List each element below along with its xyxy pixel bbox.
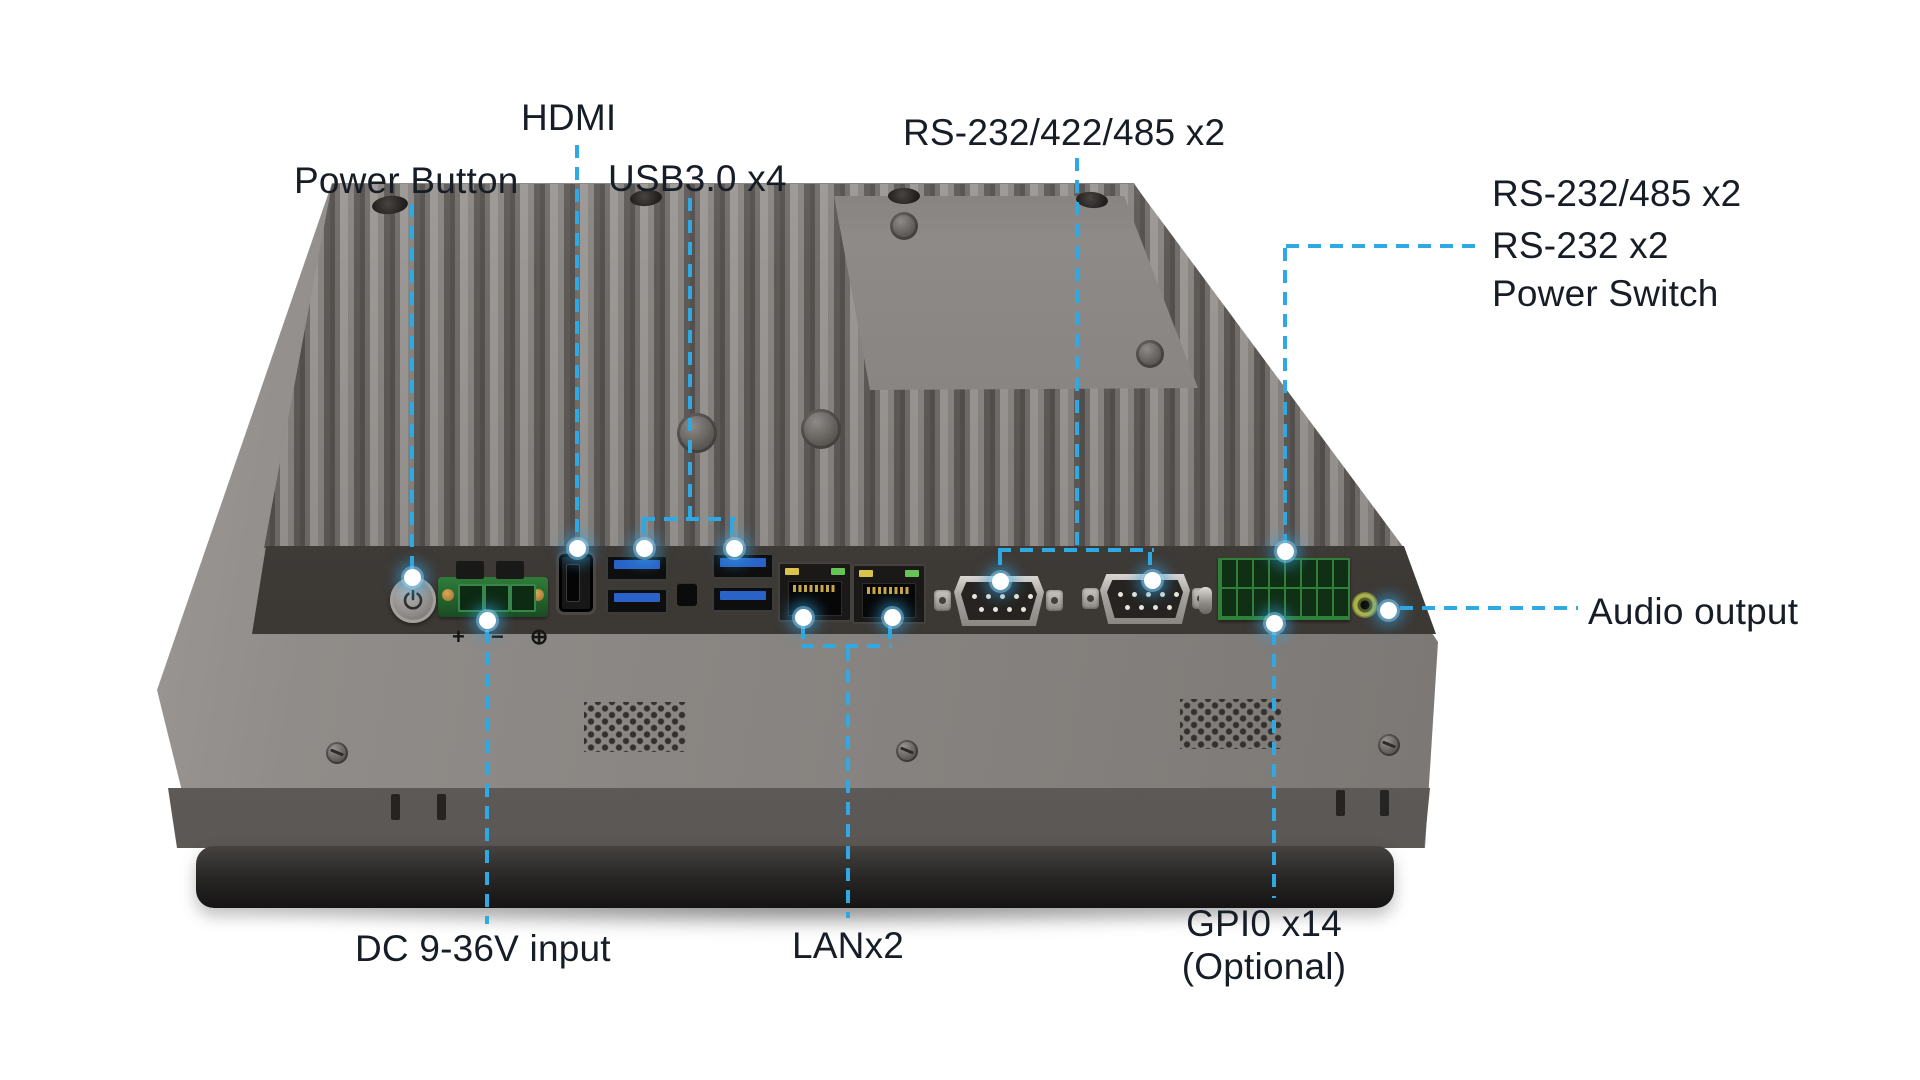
label-power-button: Power Button [294, 160, 519, 201]
mounting-hole [888, 188, 920, 204]
callout-line-group-horizontal [1286, 244, 1484, 248]
label-dc-input: DC 9-36V input [355, 928, 611, 969]
callout-line-serial-feeder [1075, 158, 1079, 550]
callout-dot-gpio-top [1277, 543, 1294, 560]
callout-dot-usb-left [636, 540, 653, 557]
reset-button[interactable] [677, 583, 697, 606]
dc-power-terminal[interactable] [438, 561, 548, 617]
hdmi-port[interactable] [556, 551, 596, 615]
serial-port-com1[interactable] [954, 576, 1044, 626]
callout-line-gpio [1272, 632, 1276, 898]
label-lan: LANx2 [792, 925, 905, 966]
callout-line-hdmi [575, 145, 579, 541]
label-serial-combo: RS-232/422/485 x2 [903, 112, 1226, 153]
label-hdmi: HDMI [521, 97, 617, 138]
power-button[interactable] [390, 577, 436, 623]
callout-dot-usb-right [726, 540, 743, 557]
db9-face [1107, 580, 1183, 618]
dc-terminal-socket [510, 584, 536, 612]
callout-dot-com2 [1144, 572, 1161, 589]
dc-terminal-screw [442, 589, 454, 601]
callout-line-usb-bracket [642, 517, 736, 521]
lan-led-green [905, 570, 919, 577]
dc-terminal-socket [458, 584, 484, 612]
case-screw [1378, 734, 1400, 756]
label-gpio: GPI0 x14 (Optional) [1149, 903, 1379, 988]
callout-line-dc [485, 630, 489, 924]
label-rs232: RS-232 x2 [1492, 225, 1669, 266]
screw-boss [801, 409, 841, 449]
case-screw [896, 740, 918, 762]
screw-boss [1136, 340, 1164, 368]
lan-port-1[interactable] [778, 562, 852, 622]
dc-terminal-tab [496, 561, 524, 579]
gpio-terminal-block[interactable] [1218, 558, 1350, 620]
lan-led-yellow [859, 570, 873, 577]
label-rs232-485: RS-232/485 x2 [1492, 173, 1742, 214]
vent-slot [1380, 790, 1389, 816]
callout-dot-hdmi [569, 540, 586, 557]
label-gpio-line2: (Optional) [1181, 945, 1347, 987]
callout-dot-gpio-bottom [1266, 615, 1283, 632]
callout-dot-dc [479, 612, 496, 629]
db9-screw-post [1046, 590, 1063, 611]
vent-slot [391, 794, 400, 820]
callout-dot-com1 [992, 573, 1009, 590]
front-bezel-edge [196, 846, 1394, 908]
callout-line-usb-feeder [688, 198, 692, 519]
callout-line-lan-stub-left [801, 626, 805, 646]
lan-led-green [831, 568, 845, 575]
label-audio-output: Audio output [1588, 591, 1799, 632]
speaker-grille-right [1180, 699, 1282, 749]
db9-screw-post [1082, 588, 1099, 609]
callout-line-audio [1400, 606, 1578, 610]
screw-boss [890, 212, 918, 240]
case-screw [326, 742, 348, 764]
label-gpio-line1: GPI0 x14 [1186, 903, 1342, 944]
speaker-grille-left [584, 702, 686, 752]
screw-boss [677, 413, 717, 453]
label-usb3: USB3.0 x4 [608, 158, 787, 199]
rj45-opening [788, 581, 842, 616]
callout-dot-power-button [404, 569, 421, 586]
dc-terminal-tab [456, 561, 484, 579]
callout-line-serial-bracket [998, 548, 1154, 552]
callout-line-power-button [410, 204, 414, 570]
dc-polarity-marking: + − ⊕ [452, 624, 559, 649]
usb3-port-1[interactable] [606, 555, 668, 581]
vent-slot [1336, 790, 1345, 816]
callout-line-serial-stub-left [998, 552, 1002, 573]
callout-line-usb-stub-right [730, 521, 734, 541]
usb3-port-4[interactable] [712, 586, 774, 612]
label-power-switch: Power Switch [1492, 273, 1719, 314]
callout-line-lan-bracket [801, 644, 892, 648]
power-switch-toggle[interactable] [1199, 587, 1212, 614]
usb3-port-2[interactable] [606, 588, 668, 614]
callout-dot-lan1 [795, 609, 812, 626]
callout-line-serial-stub-right [1148, 552, 1152, 572]
callout-dot-audio [1380, 602, 1397, 619]
db9-screw-post [934, 590, 951, 611]
callout-line-lan-feeder [846, 648, 850, 918]
power-icon [403, 589, 423, 610]
vent-slot [437, 794, 446, 820]
dc-terminal-socket [484, 584, 510, 612]
callout-line-usb-stub-left [642, 521, 646, 541]
callout-dot-lan2 [884, 609, 901, 626]
audio-jack[interactable] [1352, 592, 1378, 618]
lan-led-yellow [785, 568, 799, 575]
callout-line-group-vertical [1283, 248, 1287, 545]
usb3-port-3[interactable] [712, 553, 774, 579]
callout-line-lan-stub-right [888, 626, 892, 646]
